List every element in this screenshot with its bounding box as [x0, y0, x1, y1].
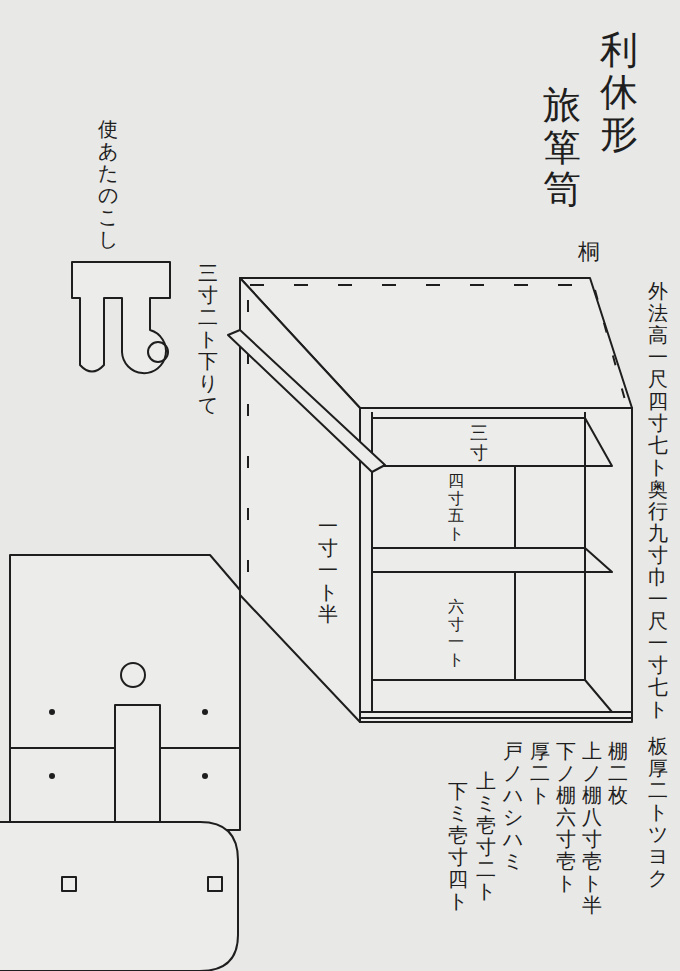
dimension-label: 三寸 — [470, 423, 488, 463]
door-note: 戸ノハシハミ — [503, 740, 523, 872]
note-text: 使あたのこし — [98, 118, 118, 250]
material-note: 桐 — [578, 240, 600, 264]
dimension-label: 四寸五ト — [448, 472, 464, 542]
title-text: 旅箪笥 — [543, 85, 581, 210]
dimension-label: 三寸二ト下りて — [198, 262, 218, 416]
title-text: 利休形 — [600, 30, 638, 155]
shelf-note: 棚二枚 — [608, 740, 628, 806]
shelf-note: 上ノ棚八寸壱ト半 — [582, 740, 602, 916]
dimension-note: 板厚二トツヨク — [648, 735, 668, 889]
door-note: 上ミ壱寸二ト — [476, 770, 496, 902]
shelf-note: 下ノ棚六寸壱ト — [556, 740, 576, 894]
door-note: 下ミ壱寸四ト — [448, 780, 468, 912]
shelf-note: 厚二ト — [530, 740, 550, 806]
dimension-label: 一寸一ト半 — [318, 515, 338, 625]
dimension-note: 外法高一尺四寸七ト 奥行九寸 巾一尺一寸七ト — [648, 280, 668, 720]
dimension-label: 六寸一ト — [448, 598, 464, 668]
